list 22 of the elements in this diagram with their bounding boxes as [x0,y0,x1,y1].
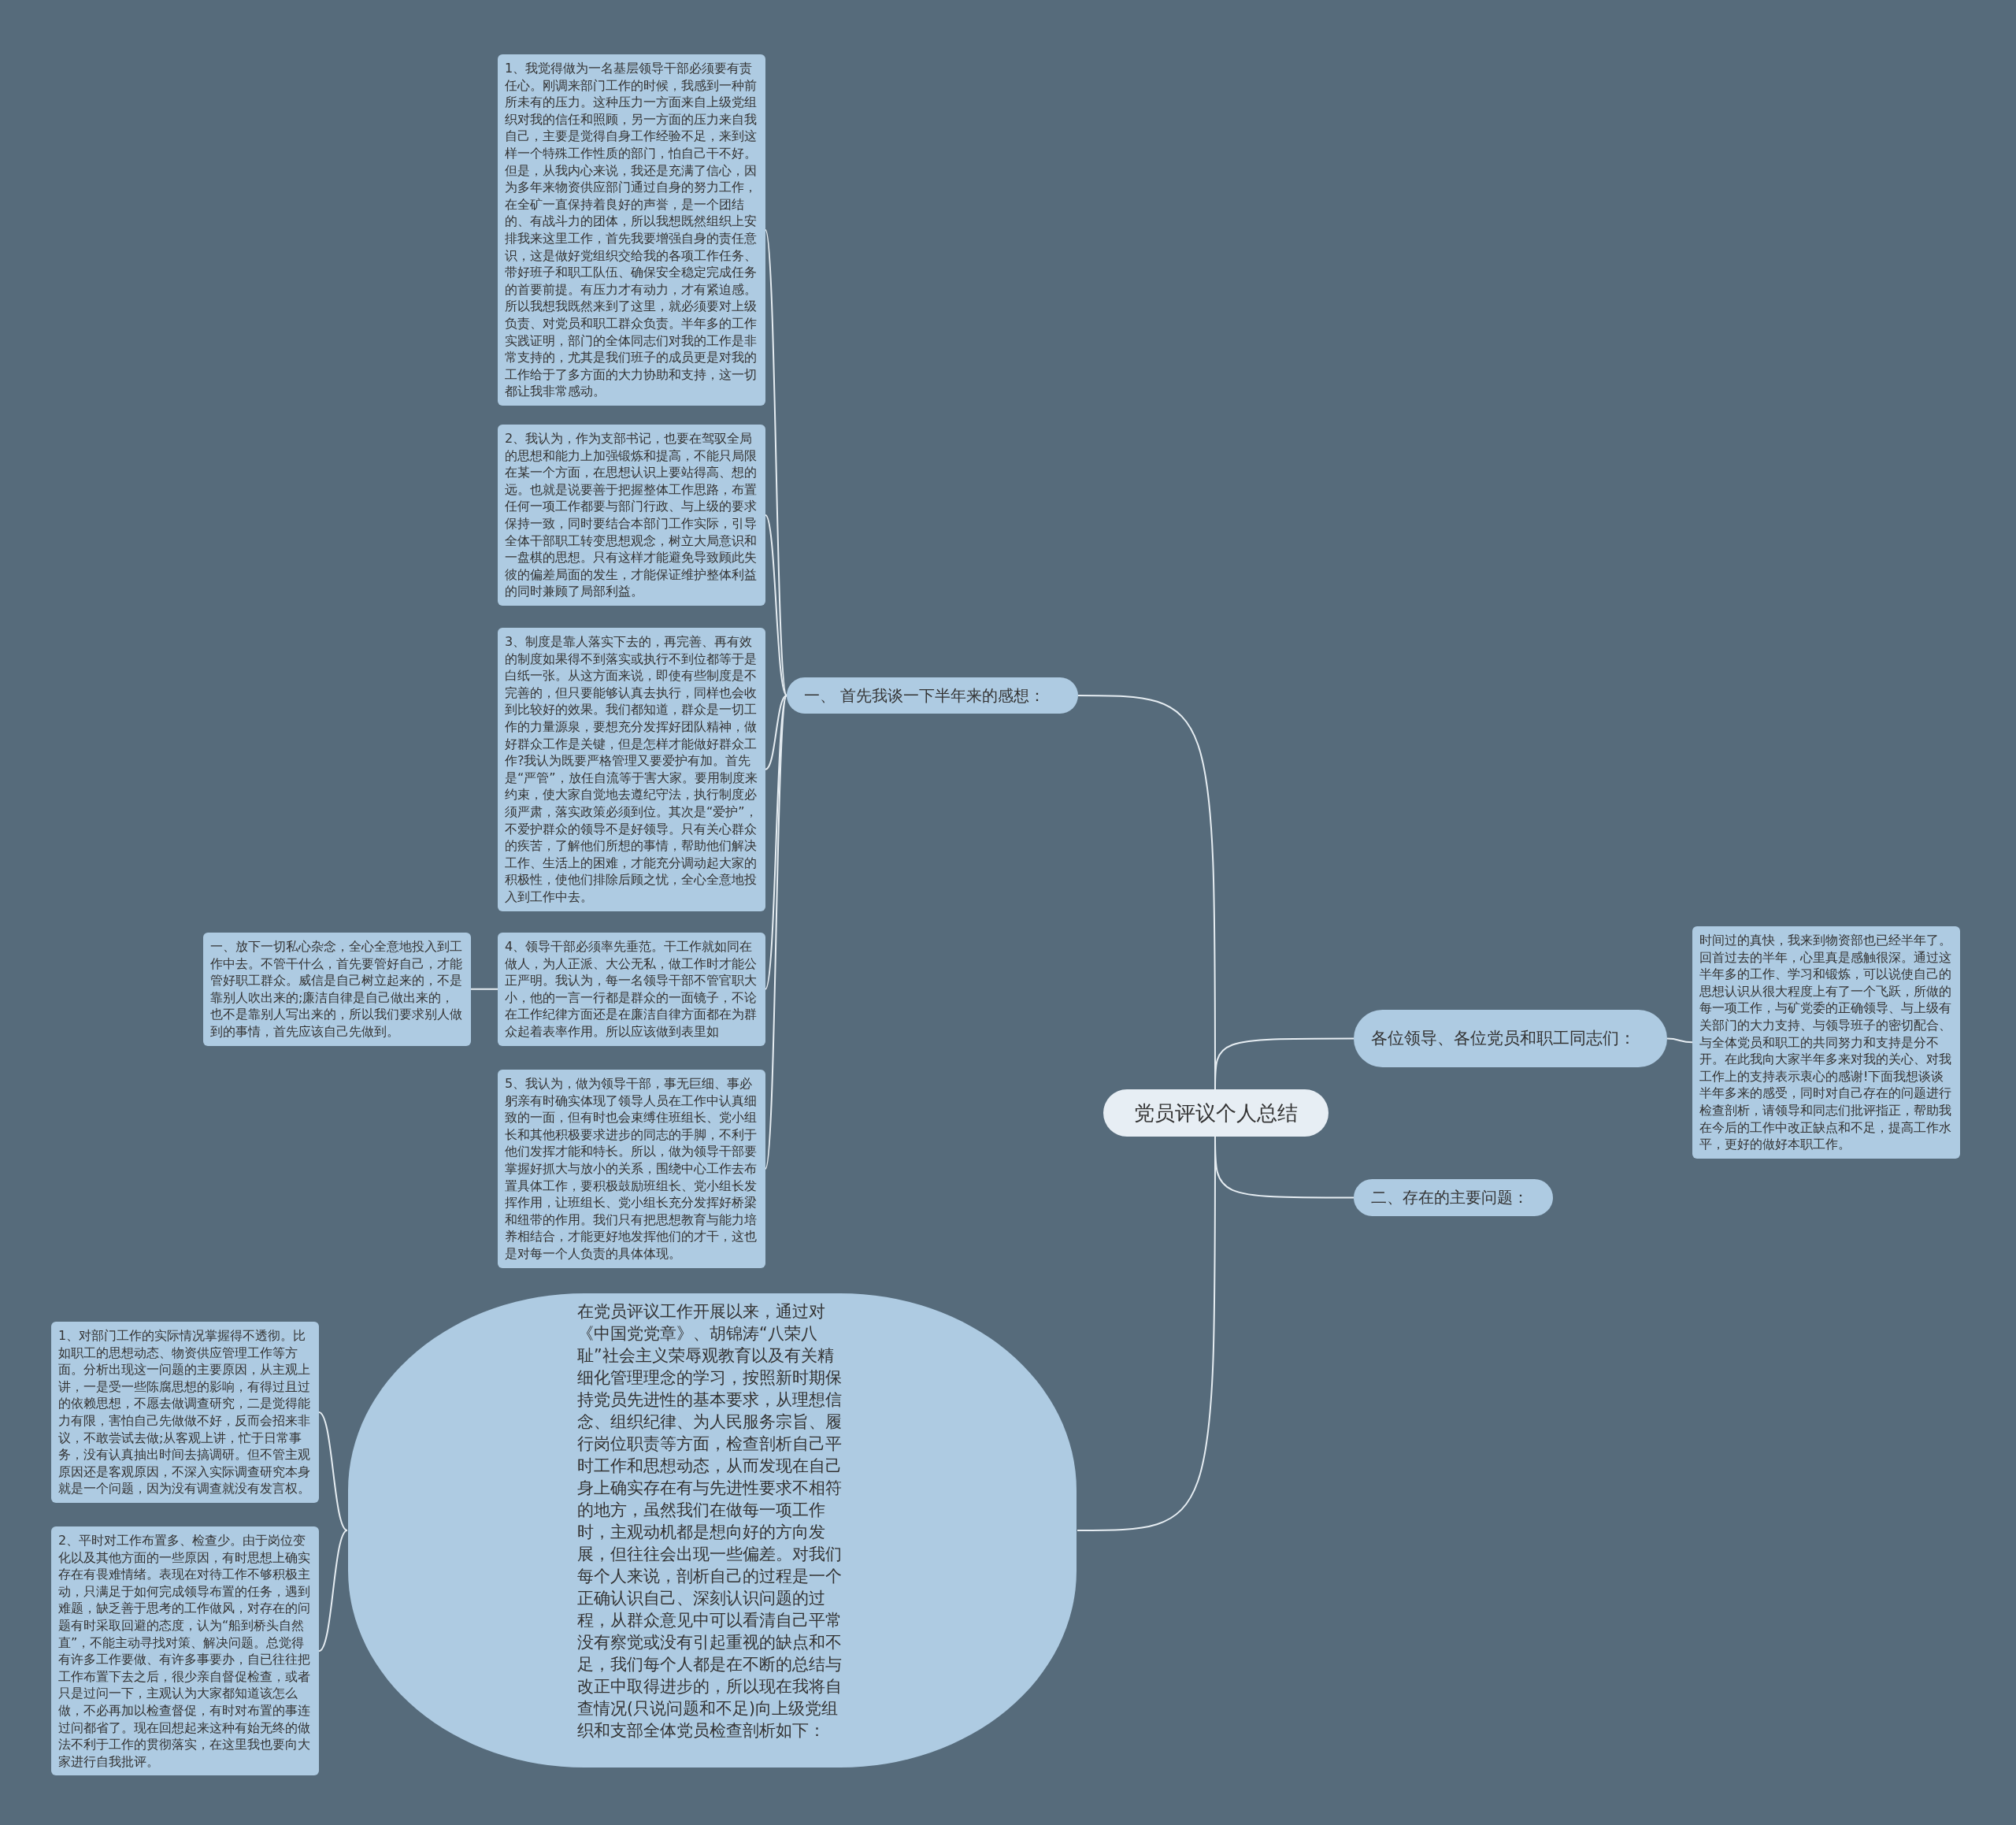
connector-line [765,695,788,770]
text-box: 2、我认为，作为支部书记，也要在驾驭全局的思想和能力上加强锻炼和提高，不能只局限在某一个方面，在思想认识上要站得高、想的远。也就是说要善于把握整体工作思路，布置任何一项工作都要与部门行政、与上级的要求保持一致，同时要结合本部门工作实际，引导全体干部职工转变思想观念，树立大局意识和一盘棋的思想。只有这样才能避免导致顾此失彼的偏差局面的发生，才能保证维护整体利益的同时兼顾了局部利益。 [498,425,765,606]
text-box: 5、我认为，做为领导干部，事无巨细、事必躬亲有时确实体现了领导人员在工作中认真细致的一面，但有时也会束缚住班组长、党小组长和其他积极要求进步的同志的手脚，不利于他们发挥才能和特长。所以，做为领导干部要掌握好抓大与放小的关系，围绕中心工作去布置具体工作，要积极鼓励班组长、党小组长发挥作用，让班组长、党小组长充分发挥好桥梁和纽带的作用。我们只有把思想教育与能力培养相结合，才能更好地发挥他们的才干，这也是对每一个人负责的具体体现。 [498,1070,765,1268]
text-box: 4、领导干部必须率先垂范。干工作就如同在做人，为人正派、大公无私，做工作时才能公正严明。我认为，每一名领导干部不管官职大小，他的一言一行都是群众的一面镜子，不论在工作纪律方面还是在廉洁自律方面都在为群众起着表率作用。所以应该做到表里如 [498,933,765,1046]
text-box: 1、对部门工作的实际情况掌握得不透彻。比如职工的思想动态、物资供应管理工作等方面。分析出现这一问题的主要原因，从主观上讲，一是受一些陈腐思想的影响，有得过且过的依赖思想，不愿去做调查研究，二是觉得能力有限，害怕自己先做做不好，反而会招来非议，不敢尝试去做;从客观上讲，忙于日常事务，没有认真抽出时间去搞调研。但不管主观原因还是客观原因，不深入实际调查研究本身就是一个问题，因为没有调查就没有发言权。 [51,1322,319,1503]
connector-line [1214,1037,1354,1090]
connector-line [318,1530,348,1653]
topic-box: 二、存在的主要问题： [1354,1179,1553,1216]
text-box: 一、放下一切私心杂念，全心全意地投入到工作中去。不管干什么，首先要管好自己，才能管好职工群众。威信是自己树立起来的，不是靠别人吹出来的;廉洁自律是自己做出来的，也不是靠别人写出来的，所以我们要求别人做到的事情，首先应该自己先做到。 [203,933,471,1046]
topic-box: 各位领导、各位党员和职工同志们： [1354,1010,1667,1067]
connector-line [765,695,788,1170]
text-box: 1、我觉得做为一名基层领导干部必须要有责任心。刚调来部门工作的时候，我感到一种前所未有的压力。这种压力一方面来自上级党组织对我的信任和照顾，另一方面的压力来自我自己，主要是觉得自身工作经验不足，来到这样一个特殊工作性质的部门，怕自己干不好。但是，从我内心来说，我还是充满了信心，因为多年来物资供应部门通过自身的努力工作，在全矿一直保持着良好的声誉，是一个团结的、有战斗力的团体，所以我想既然组织上安排我来这里工作，首先我要增强自身的责任意识，这是做好党组织交给我的各项工作任务、带好班子和职工队伍、确保安全稳定完成任务的首要前提。有压力才有动力，才有紧迫感。所以我想我既然来到了这里，就必须要对上级负责、对党员和职工群众负责。半年多的工作实践证明，部门的全体同志们对我的工作是非常支持的，尤其是我们班子的成员更是对我的工作给于了多方面的大力协助和支持，这一切都让我非常感动。 [498,54,765,406]
topic-box: 一、 首先我谈一下半年来的感想： [787,677,1078,714]
connector-line [318,1411,348,1531]
connector-line [765,695,788,990]
connector-line [765,514,788,696]
text-box: 3、制度是靠人落实下去的，再完善、再有效的制度如果得不到落实或执行不到位都等于是白纸一张。从这方面来说，即使有些制度是不完善的，但只要能够认真去执行，同样也会收到比较好的效果。我们都知道，群众是一切工作的力量源泉，要想充分发挥好团队精神，做好群众工作是关键，但是怎样才能做好群众工作?我认为既要严格管理又要爱护有加。首先是“严管”，放任自流等于害大家。要用制度来约束，使大家自觉地去遵纪守法，执行制度必须严肃，落实政策必须到位。其次是“爱护”，不爱护群众的领导不是好领导。只有关心群众的疾苦，了解他们所想的事情，帮助他们解决工作、生活上的困难，才能充分调动起大家的积极性，使他们排除后顾之忧，全心全意地投入到工作中去。 [498,628,765,911]
text-box: 时间过的真快，我来到物资部也已经半年了。回首过去的半年，心里真是感触很深。通过这半年多的工作、学习和锻炼，可以说使自己的思想认识从很大程度上有了一个飞跃，所做的每一项工作，与矿党委的正确领导、与上级有关部门的大力支持、与领导班子的密切配合、与全体党员和职工的共同努力和支持是分不开。在此我向大家半年多来对我的关心、对我工作上的支持表示衷心的感谢!下面我想谈谈半年多来的感受，同时对自己存在的问题进行检查剖析，请领导和同志们批评指正，帮助我在今后的工作中改正缺点和不足，提高工作水平，更好的做好本职工作。 [1692,926,1960,1159]
text-box: 2、平时对工作布置多、检查少。由于岗位变化以及其他方面的一些原因，有时思想上确实存在有畏难情绪。表现在对待工作不够积极主动，只满足于如何完成领导布置的任务，遇到难题，缺乏善于思考的工作做风，对存在的问题有时采取回避的态度，认为“船到桥头自然直”，不能主动寻找对策、解决问题。总觉得有许多工作要做、有许多事要办，自已往往把工作布置下去之后，很少亲自督促检查，或者只是过问一下，主观认为大家都知道该怎么做，不必再加以检查督促，有时对布置的事连过问都省了。现在回想起来这种有始无终的做法不利于工作的贯彻落实，在这里我也要向大家进行自我批评。 [51,1526,319,1776]
central-topic: 党员评议个人总结 [1103,1089,1329,1137]
connector-line [1666,1037,1693,1044]
connector-line [470,988,498,990]
